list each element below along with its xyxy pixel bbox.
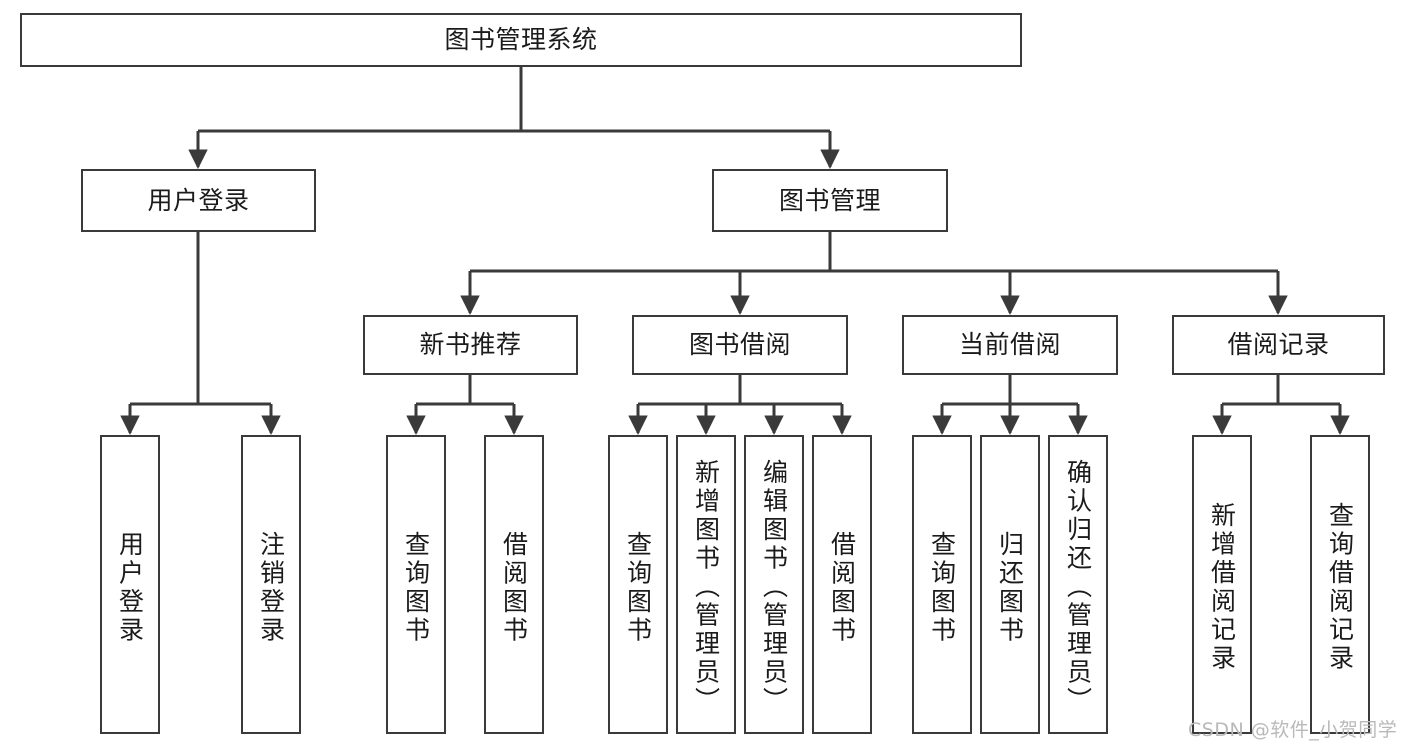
node-label: 查询借阅记录 xyxy=(1325,502,1355,673)
node-label: 编辑图书（管理员） xyxy=(759,459,789,716)
node-label: 查询图书 xyxy=(401,530,431,645)
node-label: 新增借阅记录 xyxy=(1207,502,1237,673)
node-label: 注销登录 xyxy=(256,530,286,645)
node-label: 新增图书（管理员） xyxy=(691,459,721,716)
node-label: 用户登录 xyxy=(115,530,145,645)
node-label: 确认归还（管理员） xyxy=(1063,459,1093,716)
leaf-new-book-borrow-book[interactable]: 借阅图书 xyxy=(484,435,544,734)
node-label: 查询图书 xyxy=(623,530,653,645)
leaf-user-login-login[interactable]: 用户登录 xyxy=(100,435,160,734)
leaf-borrow-record-add-record[interactable]: 新增借阅记录 xyxy=(1192,435,1252,734)
leaf-book-borrow-edit-book-admin[interactable]: 编辑图书（管理员） xyxy=(744,435,804,734)
node-label: 当前借阅 xyxy=(958,330,1061,359)
csdn-watermark: CSDN @软件_小贺同学 xyxy=(1188,719,1398,741)
leaf-current-borrow-return-book[interactable]: 归还图书 xyxy=(980,435,1040,734)
leaf-book-borrow-borrow-book[interactable]: 借阅图书 xyxy=(812,435,872,734)
node-new-book-recommend[interactable]: 新书推荐 xyxy=(363,315,578,375)
node-label: 借阅图书 xyxy=(827,530,857,645)
node-borrow-record[interactable]: 借阅记录 xyxy=(1172,315,1385,375)
leaf-book-borrow-query-book[interactable]: 查询图书 xyxy=(608,435,668,734)
leaf-current-borrow-confirm-return-admin[interactable]: 确认归还（管理员） xyxy=(1048,435,1108,734)
node-user-login[interactable]: 用户登录 xyxy=(81,169,316,232)
leaf-user-login-logout[interactable]: 注销登录 xyxy=(241,435,301,734)
node-label: 新书推荐 xyxy=(419,330,522,359)
leaf-new-book-query-book[interactable]: 查询图书 xyxy=(386,435,446,734)
node-book-management[interactable]: 图书管理 xyxy=(712,169,948,232)
node-label: 图书管理 xyxy=(778,185,881,215)
node-label: 图书管理系统 xyxy=(444,25,598,54)
leaf-current-borrow-query-book[interactable]: 查询图书 xyxy=(912,435,972,734)
leaf-borrow-record-query-record[interactable]: 查询借阅记录 xyxy=(1310,435,1370,734)
node-book-borrow[interactable]: 图书借阅 xyxy=(632,315,848,375)
node-label: 借阅图书 xyxy=(499,530,529,645)
node-label: 归还图书 xyxy=(995,530,1025,645)
node-current-borrow[interactable]: 当前借阅 xyxy=(902,315,1118,375)
node-root-book-management-system[interactable]: 图书管理系统 xyxy=(20,13,1022,67)
node-label: 借阅记录 xyxy=(1227,330,1330,359)
node-label: 用户登录 xyxy=(147,185,250,215)
node-label: 查询图书 xyxy=(927,530,957,645)
node-label: 图书借阅 xyxy=(688,330,791,359)
leaf-book-borrow-add-book-admin[interactable]: 新增图书（管理员） xyxy=(676,435,736,734)
